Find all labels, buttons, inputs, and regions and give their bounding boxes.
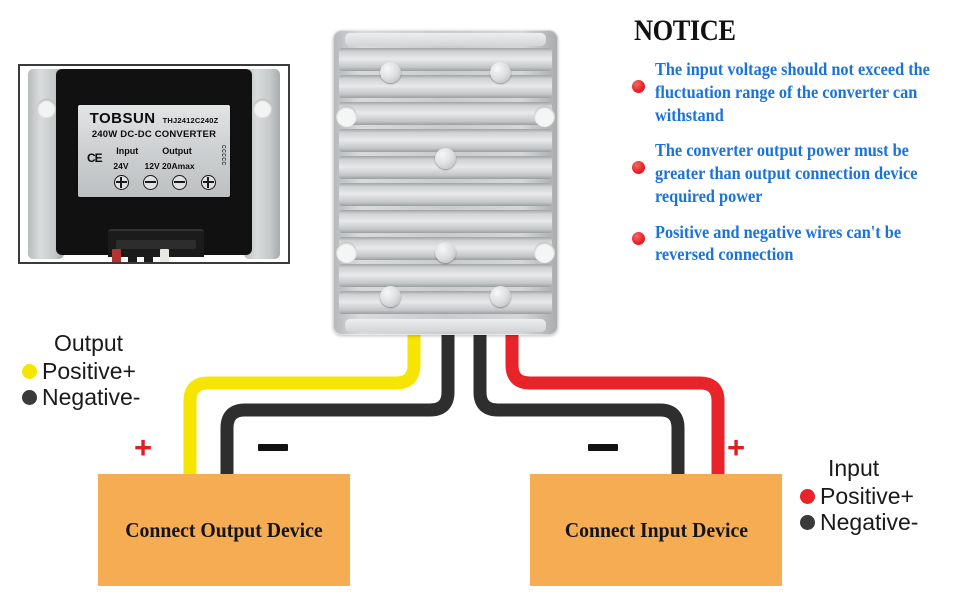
- pigtail-black-2: [144, 249, 153, 262]
- heatsink-fin: [339, 48, 552, 71]
- screw-bottom-right: [490, 286, 511, 307]
- notice-item-text: The converter output power must be great…: [655, 140, 918, 206]
- notice-item: The converter output power must be great…: [632, 139, 962, 207]
- label-input-heading: Input: [116, 146, 139, 156]
- output-negative-polarity-mark: [258, 444, 288, 451]
- notice-item-text: Positive and negative wires can't be rev…: [655, 221, 902, 265]
- heatsink-fin: [339, 129, 552, 152]
- input-legend-title: Input: [828, 455, 880, 481]
- side-mounting-hole-left-bottom: [336, 242, 357, 263]
- heatsink-fin: [339, 183, 552, 206]
- heatsink-fin: [339, 291, 552, 314]
- output-positive-polarity-mark: +: [134, 430, 153, 465]
- side-mounting-hole-right-bottom: [534, 242, 555, 263]
- output-positive-swatch-icon: [22, 363, 37, 379]
- wire-input-positive: [505, 318, 725, 492]
- input-legend: Input Positive+ Negative-: [800, 455, 918, 535]
- label-input-value: 24V: [113, 161, 129, 171]
- terminal-output-negative-icon: [172, 175, 187, 190]
- notice-item: Positive and negative wires can't be rev…: [632, 221, 962, 267]
- label-brand: TOBSUN: [89, 110, 156, 127]
- mounting-hole-right: [252, 99, 272, 118]
- terminal-input-negative-icon: [143, 175, 158, 190]
- output-negative-label: Negative-: [42, 383, 141, 410]
- connect-input-device-box: Connect Input Device: [530, 474, 782, 586]
- output-negative-swatch-icon: [22, 389, 37, 405]
- bullet-dot-icon: [632, 161, 645, 175]
- heatsink-fin: [339, 75, 552, 98]
- connect-output-device-label: Connect Output Device: [125, 517, 323, 542]
- converter-bottom-cap: [345, 319, 546, 332]
- terminal-input-positive-icon: [114, 175, 129, 190]
- dc-dc-converter-device: [333, 30, 558, 335]
- output-legend-title: Output: [54, 330, 124, 356]
- output-legend-positive-row: Positive+: [22, 359, 140, 384]
- input-negative-swatch-icon: [800, 514, 815, 530]
- side-mounting-hole-left-top: [336, 106, 357, 127]
- heatsink-fins: [339, 48, 552, 317]
- notice-item-text: The input voltage should not exceed the …: [655, 59, 930, 125]
- label-side-code: CCCCC: [220, 145, 226, 166]
- input-positive-swatch-icon: [800, 488, 815, 504]
- bullet-dot-icon: [632, 231, 645, 245]
- pigtail-black-1: [128, 249, 137, 262]
- input-negative-label: Negative-: [820, 508, 919, 535]
- heatsink-fin: [339, 264, 552, 287]
- pigtail-white: [160, 249, 169, 262]
- screw-top-right: [490, 62, 511, 83]
- input-positive-label: Positive+: [820, 483, 914, 509]
- label-output-value: 12V 20Amax: [144, 161, 195, 171]
- screw-center-lower: [435, 242, 456, 263]
- connect-output-device-box: Connect Output Device: [98, 474, 350, 586]
- ce-mark-icon: CE: [87, 151, 103, 165]
- notice-item: The input voltage should not exceed the …: [632, 58, 962, 126]
- side-mounting-hole-right-top: [534, 106, 555, 127]
- wire-output-positive: [183, 318, 421, 492]
- label-headings: Input Output: [78, 146, 230, 156]
- wire-input-negative: [473, 318, 685, 492]
- output-positive-label: Positive+: [42, 358, 136, 384]
- label-terminal-icons: [78, 175, 230, 190]
- input-legend-negative-row: Negative-: [800, 508, 919, 535]
- pigtail-red: [112, 249, 121, 262]
- label-output-heading: Output: [162, 146, 192, 156]
- screw-center-upper: [435, 148, 456, 169]
- screw-top-left: [380, 62, 401, 83]
- label-model: THJ2412C240Z: [162, 116, 219, 125]
- terminal-output-positive-icon: [201, 175, 216, 190]
- converter-top-cap: [345, 33, 546, 46]
- heatsink-fin: [339, 102, 552, 125]
- converter-potted-body: TOBSUN THJ2412C240Z 240W DC-DC CONVERTER…: [56, 69, 252, 262]
- product-photo: TOBSUN THJ2412C240Z 240W DC-DC CONVERTER…: [18, 64, 290, 264]
- input-negative-polarity-mark: [588, 444, 618, 451]
- label-values: 24V 12V 20Amax: [78, 161, 230, 171]
- output-legend: Output Positive+ Negative-: [22, 330, 140, 410]
- input-positive-polarity-mark: +: [727, 430, 746, 465]
- heatsink-fin: [339, 210, 552, 233]
- label-brand-row: TOBSUN THJ2412C240Z: [78, 110, 230, 127]
- product-photo-image: TOBSUN THJ2412C240Z 240W DC-DC CONVERTER…: [20, 66, 288, 262]
- pigtail-wires: [112, 249, 169, 262]
- label-subtitle: 240W DC-DC CONVERTER: [91, 129, 217, 140]
- input-legend-positive-row: Positive+: [800, 484, 918, 509]
- strain-relief-connector: [108, 229, 204, 257]
- bullet-dot-icon: [632, 80, 645, 93]
- screw-bottom-left: [380, 286, 401, 307]
- product-label: TOBSUN THJ2412C240Z 240W DC-DC CONVERTER…: [78, 105, 230, 197]
- wire-output-negative: [220, 318, 455, 492]
- notice-panel: NOTICE The input voltage should not exce…: [632, 14, 962, 279]
- connect-input-device-label: Connect Input Device: [564, 517, 748, 542]
- notice-title: NOTICE: [634, 14, 736, 47]
- output-legend-negative-row: Negative-: [22, 383, 141, 410]
- mounting-hole-left: [36, 99, 56, 118]
